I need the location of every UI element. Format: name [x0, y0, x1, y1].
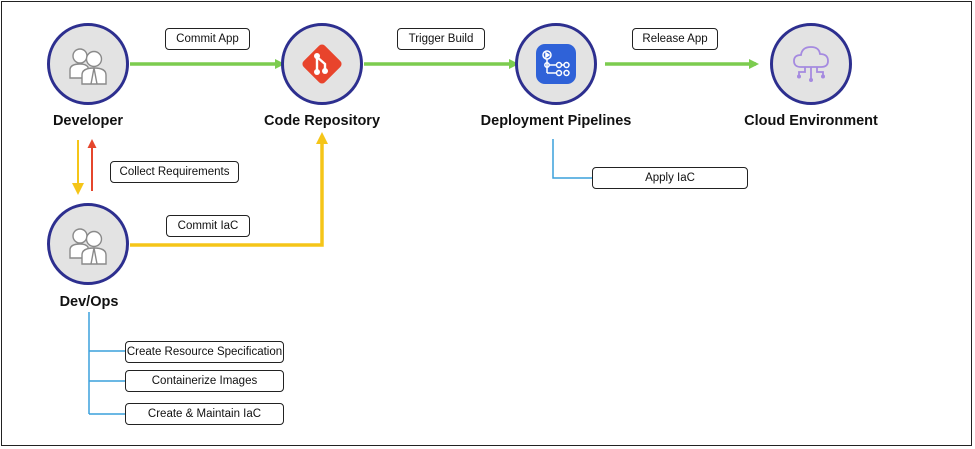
people-icon — [69, 48, 107, 85]
code-repository-node — [281, 23, 363, 105]
cloud-environment-label: Cloud Environment — [744, 113, 878, 129]
commit-app-label: Commit App — [165, 28, 250, 50]
code-repository-label: Code Repository — [263, 113, 381, 129]
people-icon — [69, 228, 107, 265]
developer-label: Developer — [52, 113, 124, 129]
arrow-commit-iac — [130, 132, 328, 247]
collect-requirements-label: Collect Requirements — [110, 161, 239, 183]
cloud-environment-node — [770, 23, 852, 105]
devops-node — [47, 203, 129, 285]
task-create-maintain-iac: Create & Maintain IaC — [125, 403, 284, 425]
pipeline-icon — [536, 44, 576, 84]
apply-iac-label: Apply IaC — [592, 167, 748, 189]
deployment-pipelines-label: Deployment Pipelines — [480, 113, 632, 129]
developer-node — [47, 23, 129, 105]
connector-apply-iac — [552, 139, 592, 179]
task-create-resource-specification: Create Resource Specification — [125, 341, 284, 363]
trigger-build-label: Trigger Build — [397, 28, 485, 50]
devops-label: Dev/Ops — [59, 294, 119, 310]
deployment-pipelines-node — [515, 23, 597, 105]
cloud-network-icon — [793, 46, 829, 82]
git-icon — [302, 44, 342, 84]
release-app-label: Release App — [632, 28, 718, 50]
task-containerize-images: Containerize Images — [125, 370, 284, 392]
commit-iac-label: Commit IaC — [166, 215, 250, 237]
